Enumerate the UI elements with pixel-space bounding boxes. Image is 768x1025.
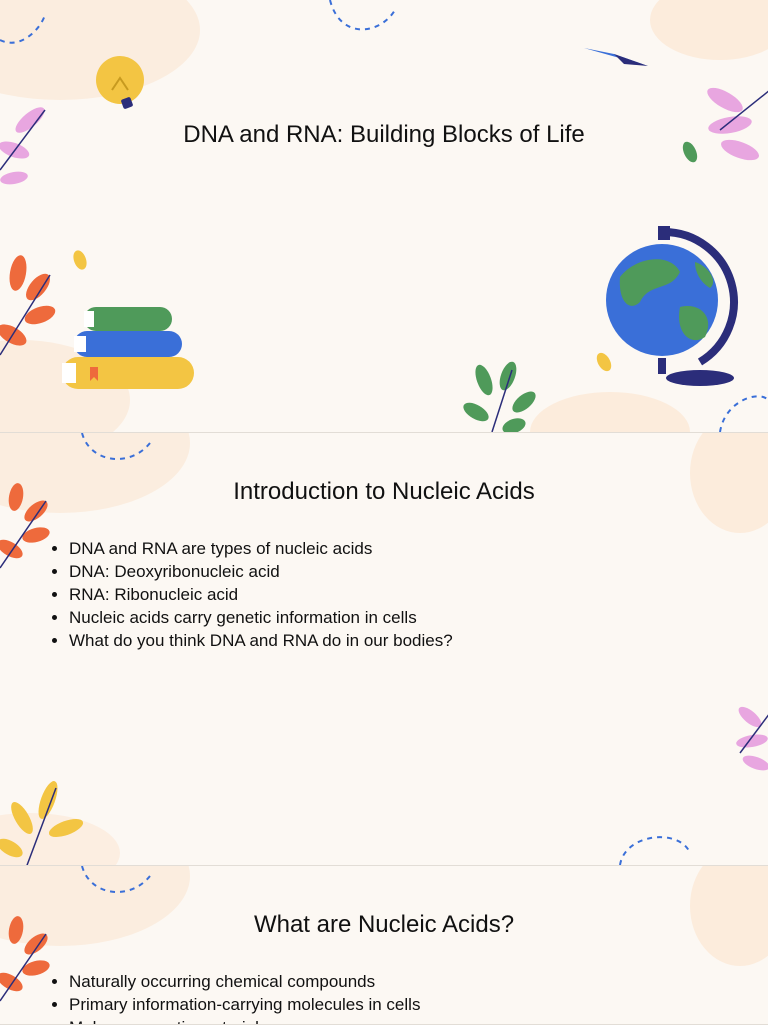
leaf-icon: [682, 141, 698, 163]
orange-leaves-icon: [0, 916, 50, 1002]
slide-1-title: DNA and RNA: Building Blocks of Life: [183, 121, 585, 148]
slide-2-bullet-list: DNA and RNA are types of nucleic acids D…: [40, 537, 453, 652]
slide-3: What are Nucleic Acids? Naturally occurr…: [0, 866, 768, 1025]
pink-leaves-left-icon: [0, 107, 46, 185]
slide-3-bullet-list: Naturally occurring chemical compounds P…: [40, 970, 420, 1024]
books-icon: [62, 307, 194, 389]
paper-plane-icon: [584, 48, 648, 66]
lightbulb-icon: [96, 56, 144, 109]
pink-leaves-icon: [736, 706, 768, 771]
slide-2-title: Introduction to Nucleic Acids: [233, 478, 535, 505]
slide-2: Introduction to Nucleic Acids DNA and RN…: [0, 433, 768, 866]
list-item: Nucleic acids carry genetic information …: [69, 606, 453, 629]
list-item: RNA: Ribonucleic acid: [69, 583, 453, 606]
orange-leaves-icon: [0, 255, 56, 356]
background-blobs: [0, 866, 768, 966]
list-item: DNA and RNA are types of nucleic acids: [69, 537, 453, 560]
list-item: Primary information-carrying molecules i…: [69, 993, 420, 1016]
list-item: What do you think DNA and RNA do in our …: [69, 629, 453, 652]
small-yellow-leaf-icon: [73, 250, 87, 270]
slide-1: DNA and RNA: Building Blocks of Life: [0, 0, 768, 433]
pink-leaves-icon: [707, 87, 768, 161]
yellow-leaves-icon: [0, 781, 84, 865]
slide-3-title: What are Nucleic Acids?: [253, 911, 515, 938]
list-item: Make up genetic material: [69, 1016, 420, 1024]
green-plant-icon: [463, 361, 536, 432]
list-item: DNA: Deoxyribonucleic acid: [69, 560, 453, 583]
globe-icon: [606, 226, 738, 386]
list-item: Naturally occurring chemical compounds: [69, 970, 420, 993]
orange-leaves-icon: [0, 483, 50, 569]
small-yellow-leaf-2-icon: [596, 352, 612, 372]
